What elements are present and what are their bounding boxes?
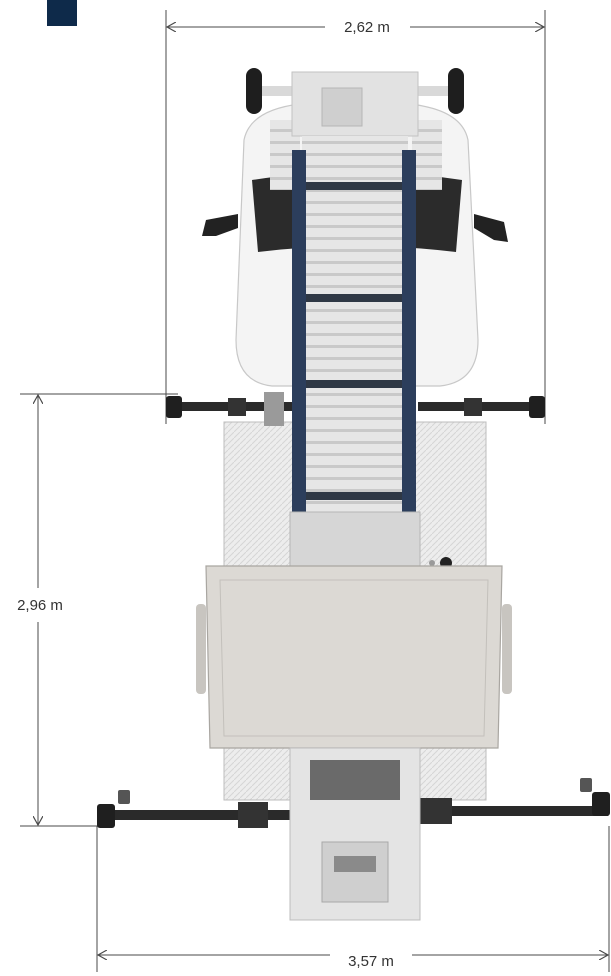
platform-floor [205,565,503,749]
platform-handrail-right [502,604,512,694]
outrigger-beam-left [104,810,300,820]
platform-inner-edge [219,579,489,737]
outrigger-joint [464,398,482,416]
boom-crossbar [306,380,402,388]
outrigger-beam-right [412,806,608,816]
outrigger-foot [166,396,182,418]
boom-base [289,511,421,569]
mirror-right [474,214,508,242]
outrigger-housing [264,392,284,426]
boom-slats [302,136,408,546]
dimension-label-bottom: 3,57 m [348,953,394,970]
outrigger-foot [592,792,610,816]
outrigger-cylinder [580,778,592,792]
rear-outriggers [97,778,610,828]
dimension-label-top: 2,62 m [344,19,390,36]
outrigger-foot [529,396,545,418]
boom-crossbar [306,182,402,190]
dimension-bottom-width: 3,57 m [96,826,610,972]
rear-turntable [289,747,421,921]
boom-head-plate [321,87,363,127]
boom-rail-left [292,150,306,570]
outrigger-foot [97,804,115,828]
platform-handrail-left [196,604,206,694]
brand-corner-block [47,0,77,26]
outrigger-joint [228,398,246,416]
mirror-left [202,214,238,236]
control-knob [429,560,435,566]
outrigger-joint [238,802,268,828]
ladder-boom [289,71,421,570]
turntable-mechanism [310,760,400,800]
work-platform [196,565,512,749]
wheel [246,68,262,114]
dimension-left-height: 2,96 m [17,393,178,827]
dimension-label-left: 2,96 m [17,597,63,614]
boom-crossbar [306,492,402,500]
dimension-top-width: 2,62 m [165,10,546,424]
front-outriggers [166,392,545,426]
outrigger-cylinder [118,790,130,804]
turntable-grille [334,856,376,872]
vehicle-illustration [97,68,610,921]
boom-crossbar [306,294,402,302]
outrigger-joint [420,798,452,824]
boom-rail-right [402,150,416,570]
wheel [448,68,464,114]
